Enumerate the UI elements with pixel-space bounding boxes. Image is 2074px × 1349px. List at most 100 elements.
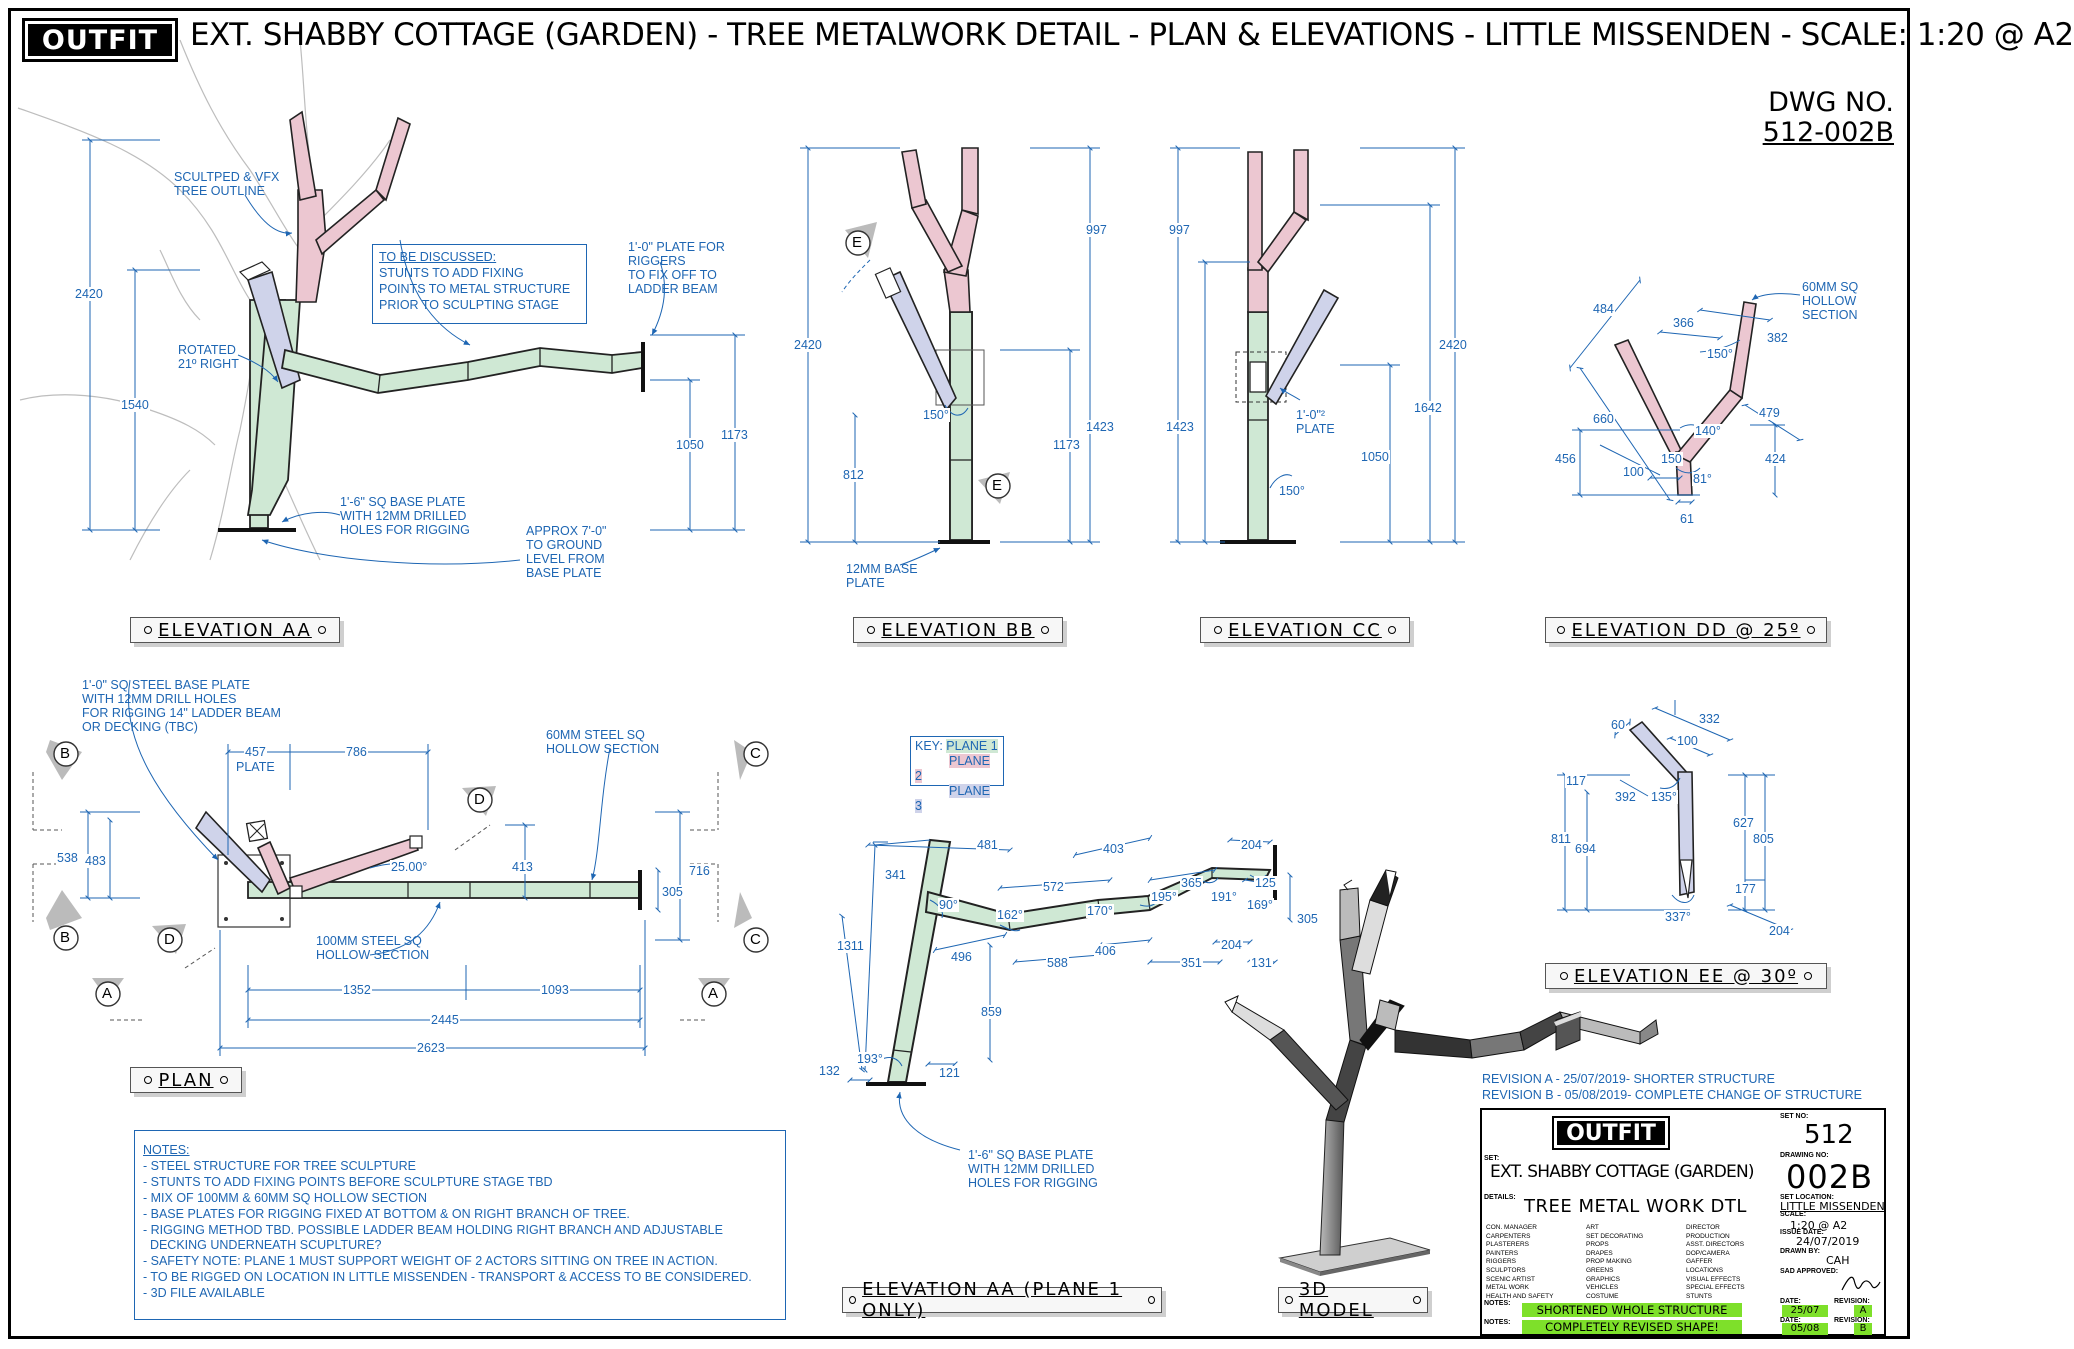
dim-label: 61 — [1679, 512, 1695, 526]
dim-label: 2623 — [416, 1041, 446, 1055]
roles-col-2: ART SET DECORATING PROPS DRAPES PROP MAK… — [1586, 1224, 1643, 1301]
dim-label: 1093 — [540, 983, 570, 997]
role-item: DIRECTOR — [1686, 1224, 1720, 1231]
discuss-line: PRIOR TO SCULPTING STAGE — [379, 298, 559, 312]
drawing-sheet: OUTFIT EXT. SHABBY COTTAGE (GARDEN) - TR… — [8, 8, 2074, 1339]
role-item: ASST. DIRECTORS — [1686, 1241, 1745, 1249]
title-block: OUTFIT SET NO: 512 DRAWING NO: 002B SET:… — [1480, 1108, 1886, 1336]
drawn-by-label: DRAWN BY: — [1780, 1248, 1820, 1255]
dim-label: 1423 — [1165, 420, 1195, 434]
set-value: EXT. SHABBY COTTAGE (GARDEN) — [1490, 1162, 1755, 1182]
dim-label: 100 — [1676, 734, 1699, 748]
drawing-title: EXT. SHABBY COTTAGE (GARDEN) - TREE META… — [190, 17, 2074, 53]
label-elevation-aa: ELEVATION AA — [130, 617, 340, 643]
issue-date-value: 24/07/2019 — [1796, 1235, 1860, 1248]
role-item: VEHICLES — [1586, 1284, 1619, 1292]
key-plane-2: PLANE 2 — [915, 754, 990, 783]
dim-label: 424 — [1764, 452, 1787, 466]
role-item: CARPENTERS — [1486, 1232, 1531, 1240]
sheet-border — [8, 8, 1910, 1339]
label-elevation-ee: ELEVATION EE @ 30º — [1545, 963, 1827, 989]
dim-label: 2420 — [793, 338, 823, 352]
dim-label: 1540 — [120, 398, 150, 412]
role-item: PROPS — [1586, 1241, 1609, 1249]
revision-note-1: SHORTENED WHOLE STRUCTURE — [1522, 1303, 1742, 1317]
dim-label: 1050 — [675, 438, 705, 452]
section-marker-d-bottom — [152, 924, 186, 954]
dim-label: 456 — [1554, 452, 1577, 466]
note-rotated: ROTATED 21º RIGHT — [178, 343, 239, 371]
note-plan-hollow-100: 100MM STEEL SQ HOLLOW SECTION — [316, 934, 430, 962]
role-item: VISUAL EFFECTS — [1686, 1275, 1741, 1283]
drawing-no-value: 002B — [1786, 1158, 1874, 1196]
dim-label: 406 — [1094, 944, 1117, 958]
revision-history: REVISION A - 25/07/2019- SHORTER STRUCTU… — [1482, 1071, 1862, 1103]
section-marker-label: C — [750, 745, 761, 762]
note-plan-base-plate: 1'-0" SQ STEEL BASE PLATE WITH 12MM DRIL… — [82, 678, 281, 734]
label-plan: PLAN — [130, 1067, 242, 1093]
dim-label: 457 — [244, 745, 267, 759]
date-label: DATE: — [1780, 1298, 1801, 1305]
note-hollow-dd: 60MM SQ HOLLOW SECTION — [1802, 280, 1859, 322]
key-title: KEY: — [915, 739, 943, 753]
issue-date-label: ISSUE DATE: — [1780, 1229, 1824, 1236]
section-marker-b-top — [46, 740, 82, 780]
plan-drawing — [32, 679, 769, 1056]
dim-label: 366 — [1672, 316, 1695, 330]
section-marker-label: A — [708, 985, 719, 1002]
notes-heading: NOTES: — [143, 1143, 190, 1157]
dim-label: 140° — [1694, 424, 1722, 438]
role-item: PROP MAKING — [1586, 1258, 1632, 1266]
technical-drawing — [17, 39, 1886, 1335]
roles-col-1: CON. MANAGER CARPENTERS PLASTERERS PAINT… — [1486, 1224, 1553, 1301]
dim-label: 496 — [950, 950, 973, 964]
section-marker-e-top — [845, 222, 877, 258]
role-item: PRODUCTION — [1686, 1232, 1730, 1240]
elevation-aa-drawing — [17, 39, 745, 565]
role-item: GAFFER — [1686, 1258, 1713, 1266]
dim-label: 1311 — [836, 939, 865, 953]
role-item: PAINTERS — [1486, 1249, 1519, 1257]
note-base-plate-bb: 12MM BASE PLATE — [846, 562, 918, 590]
dim-label: 150 — [1660, 452, 1683, 466]
role-item: SCULPTORS — [1486, 1266, 1526, 1274]
dim-label: 627 — [1732, 816, 1755, 830]
dim-label: 121 — [938, 1066, 961, 1080]
label-elevation-aa-plane1: ELEVATION AA (PLANE 1 ONLY) — [842, 1279, 1162, 1321]
revision-label-2: REVISION: — [1834, 1317, 1870, 1324]
note-plate-cc: 1'-0"² PLATE — [1296, 408, 1335, 436]
dim-label: 1173 — [1052, 438, 1081, 452]
role-item: DRAPES — [1586, 1249, 1613, 1257]
approval-signature — [1841, 1276, 1881, 1291]
label-3d-model: 3D MODEL — [1278, 1279, 1428, 1321]
dim-label: 392 — [1614, 790, 1637, 804]
dim-label: 413 — [511, 860, 534, 874]
dim-label: 25.00° — [390, 860, 429, 874]
dim-label: 191° — [1210, 890, 1238, 904]
note-tree-outline: SCULTPED & VFX TREE OUTLINE — [174, 170, 280, 198]
revision-2: B — [1854, 1323, 1872, 1335]
set-label: SET: — [1484, 1155, 1500, 1162]
notes-label: NOTES: — [1484, 1300, 1511, 1307]
dim-label: 117 — [1565, 774, 1587, 788]
role-item: GRAPHICS — [1586, 1275, 1620, 1283]
dim-label: 660 — [1592, 412, 1615, 426]
dim-label: 193° — [856, 1052, 884, 1066]
note-line: - TO BE RIGGED ON LOCATION IN LITTLE MIS… — [143, 1270, 752, 1285]
3d-model-drawing — [1224, 869, 1659, 1276]
dim-label: 805 — [1752, 832, 1775, 846]
discuss-line: STUNTS TO ADD FIXING — [379, 266, 524, 280]
dim-label: 2445 — [430, 1013, 460, 1027]
to-be-discussed-box: TO BE DISCUSSED: STUNTS TO ADD FIXING PO… — [372, 244, 587, 324]
role-item: RIGGERS — [1486, 1258, 1516, 1266]
dim-label: 90° — [938, 898, 959, 912]
role-item: DOP/CAMERA — [1686, 1249, 1730, 1257]
note-line: - BASE PLATES FOR RIGGING FIXED AT BOTTO… — [143, 1206, 630, 1221]
section-marker-e-bottom — [978, 472, 1011, 504]
dim-label: 204 — [1768, 924, 1791, 938]
details-value: TREE METAL WORK DTL — [1524, 1196, 1747, 1217]
label-elevation-bb: ELEVATION BB — [853, 617, 1063, 643]
dim-label: 60 — [1610, 718, 1626, 732]
dim-label: 538 — [56, 851, 79, 865]
dim-label: 481 — [976, 838, 999, 852]
